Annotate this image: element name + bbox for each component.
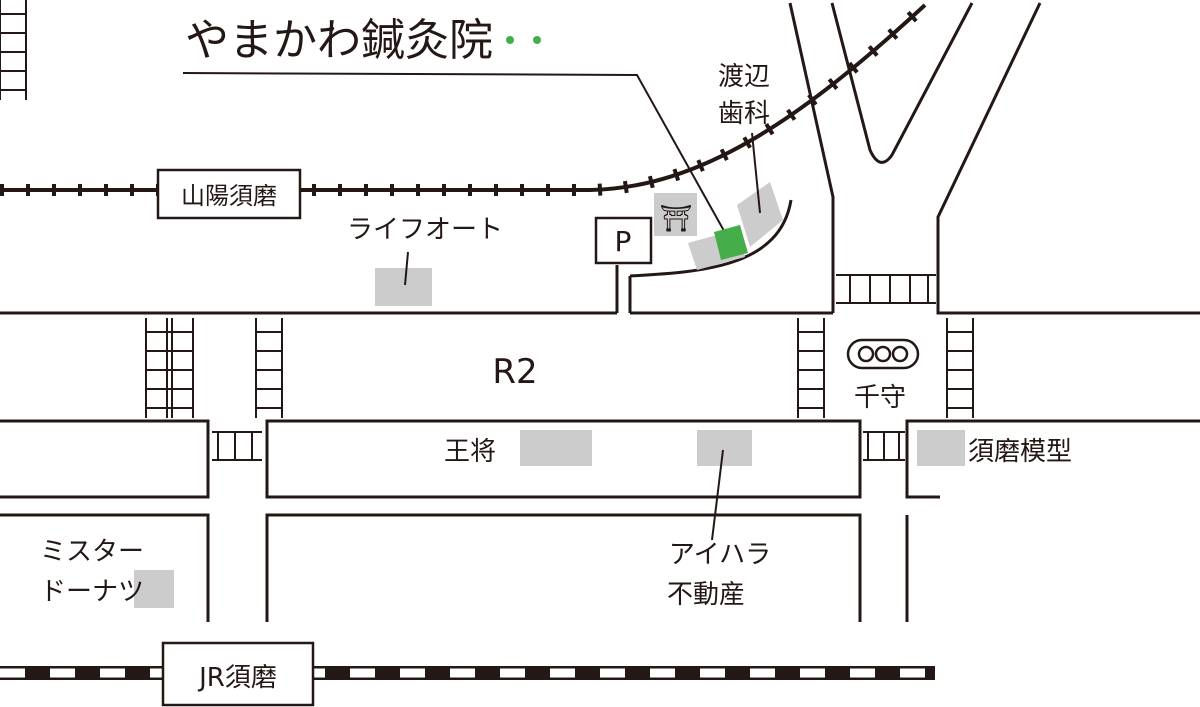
roads xyxy=(0,2,1200,622)
clinic-title: やまかわ鍼灸院 xyxy=(185,15,493,66)
lifeauto-label: ライフオート xyxy=(347,215,503,245)
buildings xyxy=(134,182,965,608)
crosswalks xyxy=(0,0,974,461)
jr-suma-station-label: JR須磨 xyxy=(197,663,277,693)
watanabe-dental-label: 渡辺 xyxy=(718,62,770,92)
mister-donut-label-2: ドーナツ xyxy=(40,577,144,607)
jr-suma-station-box xyxy=(161,641,315,707)
suma-mokei-label: 須磨模型 xyxy=(968,437,1072,467)
title-green-dot xyxy=(506,36,514,44)
mister-donut-label: ミスター xyxy=(40,537,144,567)
traffic-signal-icon xyxy=(846,338,920,370)
parking-label: P xyxy=(615,225,632,258)
watanabe-dental-label-2: 歯科 xyxy=(718,99,770,129)
aihara-realestate-label: アイハラ xyxy=(669,540,771,570)
senju-intersection-label: 千守 xyxy=(854,383,906,413)
parking-icon xyxy=(594,216,653,265)
shrine-icon: ⛩ xyxy=(659,204,692,234)
title-green-dot xyxy=(533,36,541,44)
leader-line xyxy=(404,251,409,286)
title-leader-line xyxy=(182,72,729,239)
leader-line xyxy=(711,449,724,541)
clinic-location-marker xyxy=(714,225,748,260)
sanyo-suma-station-label: 山陽須磨 xyxy=(181,182,277,210)
ohsho-label: 王将 xyxy=(444,437,496,467)
sanyo-suma-station-box xyxy=(156,168,302,220)
leader-line xyxy=(751,132,761,214)
route-2-label: R2 xyxy=(492,352,537,392)
railway-ties xyxy=(0,0,930,196)
aihara-realestate-label-2: 不動産 xyxy=(667,580,745,610)
